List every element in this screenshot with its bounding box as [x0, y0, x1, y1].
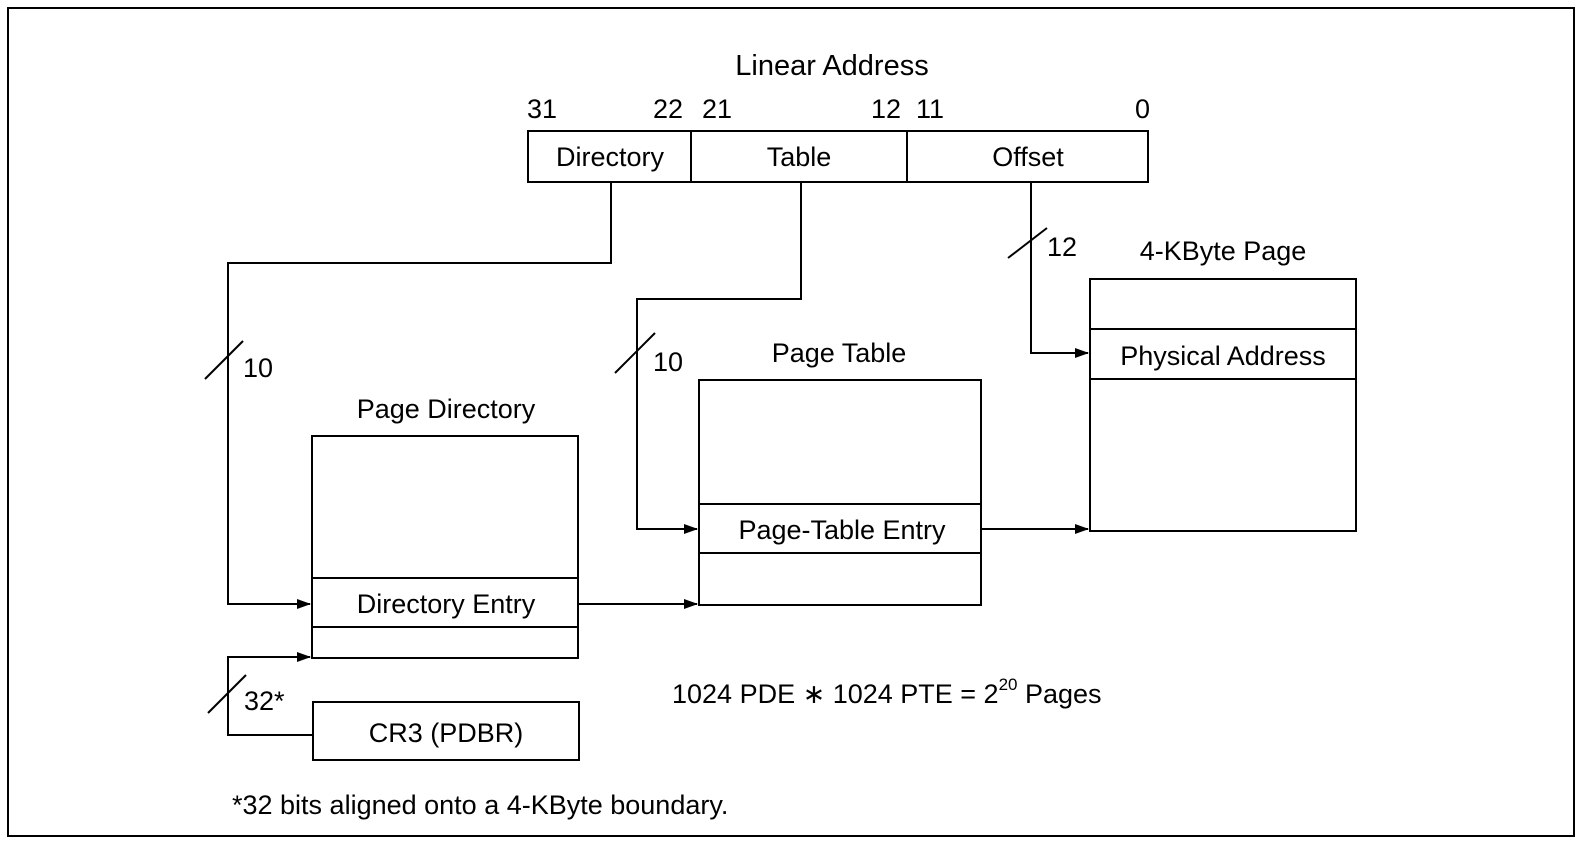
bus-slash	[614, 332, 656, 374]
bit-label-12: 12	[871, 94, 901, 124]
directory-index-arrow	[227, 182, 612, 609]
bus-slash	[207, 674, 247, 714]
formula-main: 1024 PDE ∗ 1024 PTE = 2	[672, 679, 999, 709]
cr3-box	[312, 701, 580, 761]
field-directory: Directory	[556, 142, 665, 172]
page-table-box	[698, 379, 982, 606]
formula-text: 1024 PDE ∗ 1024 PTE = 220 Pages	[672, 675, 1102, 709]
formula-exponent: 20	[999, 675, 1018, 694]
page-directory: Page Directory Directory Entry	[311, 394, 579, 659]
cr3-arrow	[227, 652, 313, 736]
linear-address-title: Linear Address	[735, 50, 928, 82]
bit-label-11: 11	[916, 94, 944, 124]
page-box	[1089, 278, 1357, 532]
page-count-formula: 1024 PDE ∗ 1024 PTE = 220 Pages	[672, 675, 1102, 709]
footnote: *32 bits aligned onto a 4-KByte boundary…	[232, 790, 728, 820]
linear-address: Linear Address 31 22 21 12 11 0 Director…	[527, 50, 1150, 183]
bit-label-0: 0	[1135, 94, 1150, 124]
directory-bus-width: 10	[243, 353, 273, 383]
physical-address-label: Physical Address	[1120, 341, 1326, 371]
field-table: Table	[767, 142, 832, 172]
page-4kbyte: 4-KByte Page Physical Address	[1089, 236, 1357, 532]
directory-entry-label: Directory Entry	[357, 589, 536, 619]
page-directory-box	[311, 435, 579, 659]
page-title: 4-KByte Page	[1140, 236, 1307, 266]
linear-address-box	[527, 130, 1149, 183]
page-directory-title: Page Directory	[357, 394, 536, 424]
offset-arrow	[1030, 182, 1089, 358]
cr3-label: CR3 (PDBR)	[369, 718, 524, 748]
cr3-register: CR3 (PDBR)	[312, 701, 580, 761]
bit-label-31: 31	[527, 94, 557, 124]
bit-label-21: 21	[702, 94, 732, 124]
formula-suffix: Pages	[1018, 679, 1102, 709]
page-table-entry-label: Page-Table Entry	[738, 515, 946, 545]
table-index-arrow	[636, 182, 802, 534]
bit-label-22: 22	[653, 94, 683, 124]
page-table-title: Page Table	[772, 338, 907, 368]
offset-bus-width: 12	[1047, 232, 1077, 262]
figure-frame	[7, 7, 1575, 837]
field-offset: Offset	[992, 142, 1064, 172]
cr3-bus-width: 32*	[244, 686, 285, 716]
bus-slash	[204, 340, 244, 380]
bus-slash	[1007, 227, 1048, 259]
page-table: Page Table Page-Table Entry	[698, 338, 982, 606]
table-bus-width: 10	[653, 347, 683, 377]
